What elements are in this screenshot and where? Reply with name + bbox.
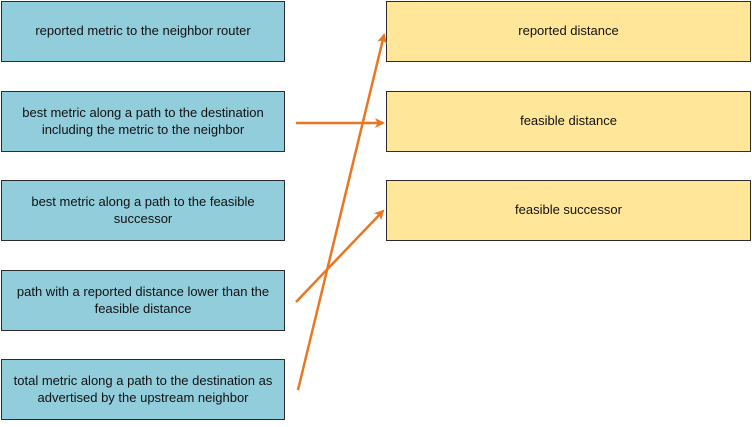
left-item-best-metric-feasible-successor[interactable]: best metric along a path to the feasible…: [1, 180, 285, 241]
left-item-label: path with a reported distance lower than…: [16, 284, 270, 316]
arrow-to-reported-distance: [296, 33, 387, 391]
left-item-label: best metric along a path to the destinat…: [22, 105, 264, 137]
left-item-label: best metric along a path to the feasible…: [31, 194, 255, 226]
right-item-label: reported distance: [518, 23, 619, 39]
left-item-reported-metric[interactable]: reported metric to the neighbor router: [1, 1, 285, 62]
left-item-path-lower-reported-distance[interactable]: path with a reported distance lower than…: [1, 270, 285, 331]
left-item-best-metric-including-neighbor[interactable]: best metric along a path to the destinat…: [1, 91, 285, 152]
left-item-total-metric-advertised[interactable]: total metric along a path to the destina…: [1, 359, 285, 420]
right-item-label: feasible successor: [515, 202, 622, 218]
right-item-reported-distance[interactable]: reported distance: [386, 1, 751, 62]
arrow-to-feasible-successor: [295, 209, 385, 303]
right-item-feasible-distance[interactable]: feasible distance: [386, 91, 751, 152]
left-item-label: total metric along a path to the destina…: [13, 373, 273, 405]
left-item-label: reported metric to the neighbor router: [35, 23, 251, 39]
right-item-feasible-successor[interactable]: feasible successor: [386, 180, 751, 241]
right-item-label: feasible distance: [520, 113, 617, 129]
